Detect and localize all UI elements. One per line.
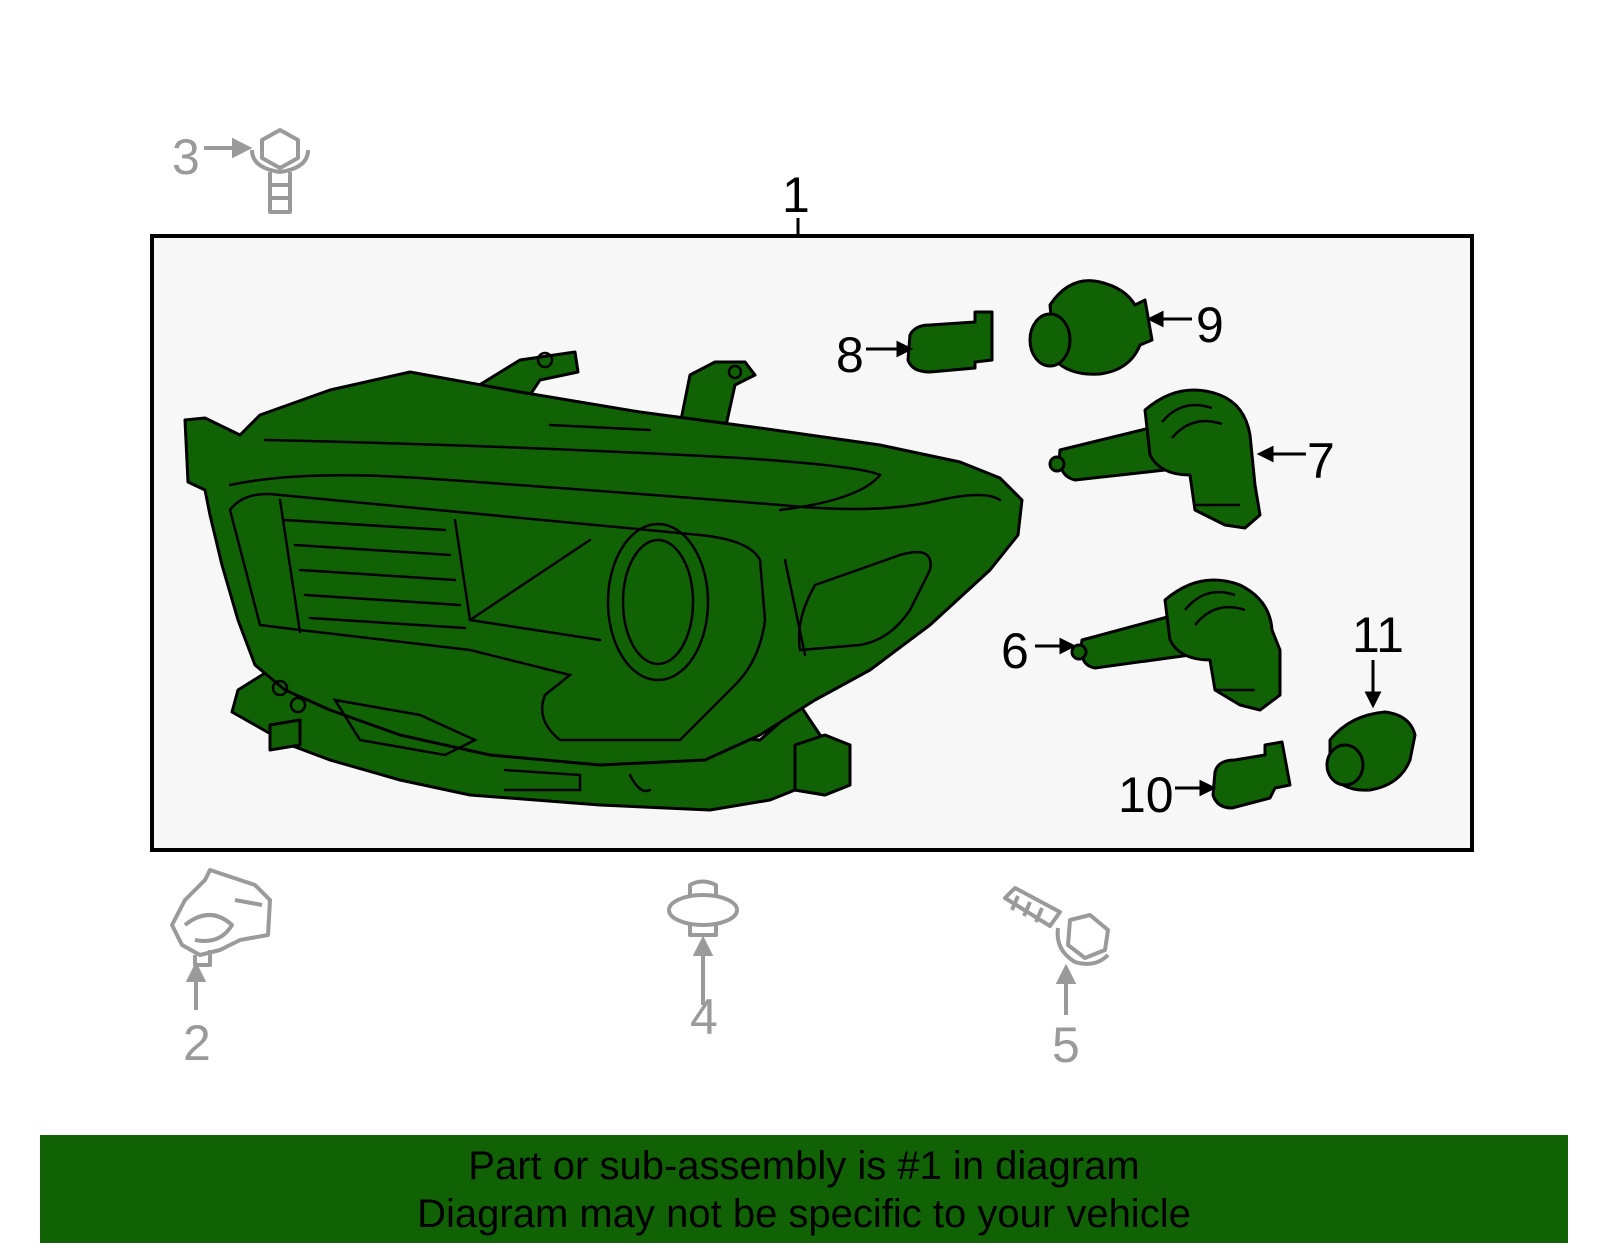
disclaimer-banner: Part or sub-assembly is #1 in diagram Di… [40, 1135, 1568, 1243]
callout-7: 7 [1307, 433, 1335, 489]
callout-3: 3 [172, 129, 200, 185]
callout-arrows-dark [866, 310, 1382, 797]
bolt-part-3[interactable] [250, 128, 310, 214]
socket-part-11[interactable] [1325, 710, 1417, 792]
callout-11: 11 [1352, 607, 1404, 663]
banner-line-1: Part or sub-assembly is #1 in diagram [468, 1144, 1140, 1188]
callout-arrows-grey [185, 137, 1077, 1015]
callout-9: 9 [1196, 297, 1224, 353]
headlamp-bolt-holes [271, 351, 743, 714]
headlamp-connector-tab [268, 718, 852, 797]
socket-part-8[interactable] [906, 310, 994, 374]
clip-part-2[interactable] [170, 868, 272, 967]
callout-5: 5 [1052, 1017, 1080, 1073]
headlamp-assembly[interactable] [183, 350, 1024, 812]
banner-line-2: Diagram may not be specific to your vehi… [417, 1192, 1191, 1236]
callout-1: 1 [782, 167, 810, 223]
bolt-part-5[interactable] [1003, 886, 1110, 966]
callout-4: 4 [690, 989, 718, 1045]
callout-2: 2 [183, 1015, 211, 1071]
callout-6: 6 [1001, 623, 1029, 679]
callout-10: 10 [1118, 767, 1174, 823]
socket-part-9[interactable] [1028, 279, 1154, 376]
nut-part-4[interactable] [667, 879, 739, 937]
bulb-part-6-lines [1184, 590, 1255, 692]
headlamp-detail-lines [228, 423, 1002, 793]
bulb-part-7[interactable] [1048, 388, 1262, 530]
socket-part-10[interactable] [1211, 740, 1292, 810]
bulb-part-6[interactable] [1070, 578, 1282, 712]
bulb-part-7-lines [1161, 403, 1240, 507]
callout-8: 8 [836, 327, 864, 383]
